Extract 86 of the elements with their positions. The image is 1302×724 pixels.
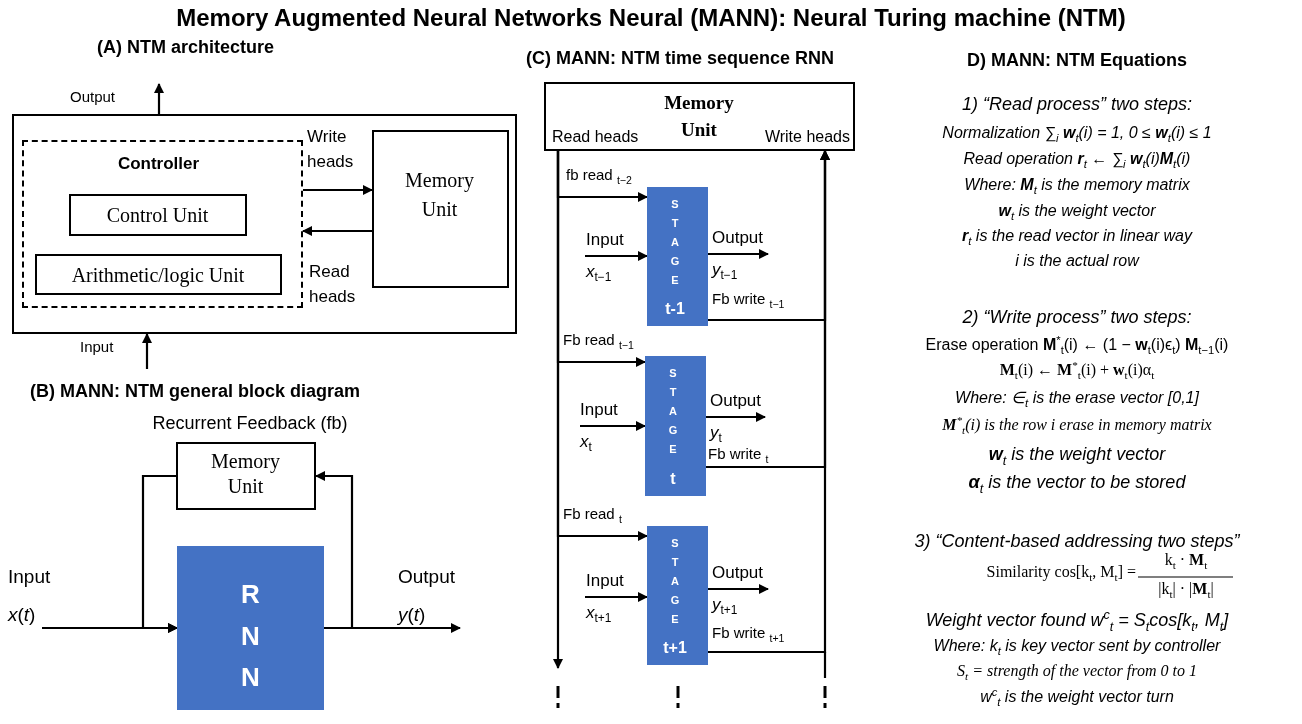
stage-label: S T A G E bbox=[667, 366, 679, 457]
system-box bbox=[12, 114, 517, 334]
arrow bbox=[708, 584, 769, 594]
arrow bbox=[141, 474, 178, 633]
equation-text: |k$_{t}$| · |M$_{t}$| bbox=[1157, 580, 1215, 598]
edge-label: Input x(t) bbox=[8, 565, 52, 627]
unit-label: Memory Unit bbox=[210, 449, 281, 499]
arrow bbox=[154, 83, 164, 114]
stage-index: t+1 bbox=[662, 639, 688, 657]
edge-label: Input x$_{t}$ bbox=[580, 399, 619, 457]
arrow bbox=[585, 592, 648, 602]
equation-text: M$^{*}$$_{t}$(i) is the row i erase in memory matrix bbox=[941, 416, 1213, 434]
block-label: R N N bbox=[240, 578, 261, 695]
panel-heading: D) MANN: NTM Equations bbox=[966, 50, 1188, 71]
panel-heading: (C) MANN: NTM time sequence RNN bbox=[526, 48, 835, 69]
equation-text: Erase operation M$^{*}$$_{t}$(i) ← (1 − w$_{t}$(i)ϵ$_{t}$) M$_{t−1}$(i) bbox=[924, 336, 1230, 354]
arrow bbox=[585, 251, 648, 261]
edge-label: Input x$_{t+1}$ bbox=[586, 570, 625, 628]
arrow bbox=[142, 333, 152, 369]
port-label: Write heads bbox=[764, 128, 850, 146]
equation-text: Where: ∈$_{t}$ is the erase vector [0,1] bbox=[954, 388, 1200, 407]
equation-text: Where: M$_{t}$ is the memory matrix bbox=[963, 176, 1191, 194]
edge-label: Output y(t) bbox=[398, 565, 457, 627]
edge-label: Output y$_{t+1}$ bbox=[712, 562, 765, 620]
equation-text: 1) “Read process” two steps: bbox=[960, 94, 1194, 115]
equation-text: k$_{t}$ · M$_{t}$ bbox=[1163, 551, 1209, 569]
edge-label: Read heads bbox=[309, 261, 357, 308]
edge-label: Input bbox=[80, 338, 115, 355]
feedback-label: Recurrent Feedback (fb) bbox=[151, 413, 349, 434]
group-heading: Controller bbox=[116, 153, 201, 174]
edge-label: Fb write $_{t−1}$ bbox=[712, 290, 786, 307]
arrow bbox=[580, 421, 646, 431]
stage-block bbox=[647, 187, 708, 326]
rnn-block bbox=[177, 546, 324, 710]
equation-text: Similarity cos[k$_{t}$, M$_{t}$] = bbox=[985, 563, 1136, 581]
unit-box bbox=[35, 254, 282, 295]
edge-label: Output y$_{t−1}$ bbox=[712, 227, 765, 285]
port-label: Read heads bbox=[552, 128, 639, 146]
stage-label: S T A G E bbox=[669, 197, 681, 288]
equation-text: Normalization ∑$_{i}$ w$_{t}$(i) = 1, 0 ≤ w$_{t}$(i) ≤ 1 bbox=[941, 124, 1213, 142]
arrow bbox=[556, 151, 648, 541]
stage-block bbox=[645, 356, 706, 496]
arrow bbox=[706, 412, 766, 422]
arrow bbox=[303, 185, 373, 195]
memory-box bbox=[371, 129, 509, 288]
controller-group-box bbox=[21, 139, 303, 308]
unit-label: Memory Unit bbox=[404, 167, 475, 222]
arrow bbox=[315, 471, 354, 630]
edge-label: Output y$_{t}$ bbox=[710, 390, 763, 448]
panel-heading: (B) MANN: NTM general block diagram bbox=[30, 381, 362, 402]
stage-index: t bbox=[669, 470, 677, 488]
edge-label: Write heads bbox=[307, 126, 355, 173]
equation-text: w$_{t}$ is the weight vector bbox=[997, 202, 1157, 220]
stage-block bbox=[647, 526, 708, 665]
diagram-title: Memory Augmented Neural Networks Neural (MANN): Neural Turing machine (NTM) bbox=[175, 4, 1127, 32]
stage-index: t-1 bbox=[664, 300, 686, 318]
arrow bbox=[302, 226, 372, 236]
equation-text: w$^{c}$$_{t}$ is the weight vector turn bbox=[979, 688, 1175, 706]
edge-label: Fb write $_{t}$ bbox=[708, 445, 770, 462]
equation-text: 2) “Write process” two steps: bbox=[961, 307, 1193, 328]
edge-label: Output bbox=[70, 88, 117, 105]
equation-text: w$_{t}$ is the weight vector bbox=[987, 444, 1167, 465]
arrow bbox=[708, 249, 769, 259]
equation-text: i is the actual row bbox=[1014, 252, 1141, 270]
edge-label: fb read $_{t−2}$ bbox=[566, 166, 633, 183]
equation-text: r$_{t}$ is the read vector in linear way bbox=[961, 227, 1194, 245]
equation-text: Where: k$_{t}$ is key vector sent by controller bbox=[932, 637, 1222, 655]
panel-heading: (A) NTM architecture bbox=[97, 37, 276, 58]
edge-label: Fb read $_{t−1}$ bbox=[563, 331, 635, 348]
equation-text: Weight vector found w$^{c}$$_{t}$ = S$_{t}$cos[k$_{t}$, M$_{t}$] bbox=[924, 610, 1230, 631]
stage-label: S T A G E bbox=[669, 536, 681, 627]
edge-label: Input x$_{t−1}$ bbox=[586, 229, 625, 287]
memory-box bbox=[544, 82, 855, 151]
equation-text: M$_{t}$(i) ← M$^{*}$$_{t}$(i) + w$_{t}$(i)α$_{t}$ bbox=[998, 361, 1156, 379]
arrow bbox=[708, 150, 830, 654]
unit-label: Control Unit bbox=[105, 203, 210, 227]
unit-label: Memory Unit bbox=[663, 91, 735, 142]
equation-text: S$_{t}$ = strength of the vector from 0 to 1 bbox=[956, 662, 1198, 680]
edge-label: Fb read $_{t}$ bbox=[563, 505, 623, 522]
equation-text: 3) “Content-based addressing two steps” bbox=[913, 531, 1241, 552]
unit-box bbox=[69, 194, 247, 236]
equation-text: α$_{t}$ is the vector to be stored bbox=[967, 472, 1187, 493]
equation-text: Read operation r$_{t}$ ← ∑$_{i}$ w$_{t}$(i)M$_{t}$(i) bbox=[962, 150, 1192, 168]
box bbox=[176, 442, 316, 510]
unit-label: Arithmetic/logic Unit bbox=[70, 263, 246, 287]
edge-label: Fb write $_{t+1}$ bbox=[712, 624, 786, 641]
